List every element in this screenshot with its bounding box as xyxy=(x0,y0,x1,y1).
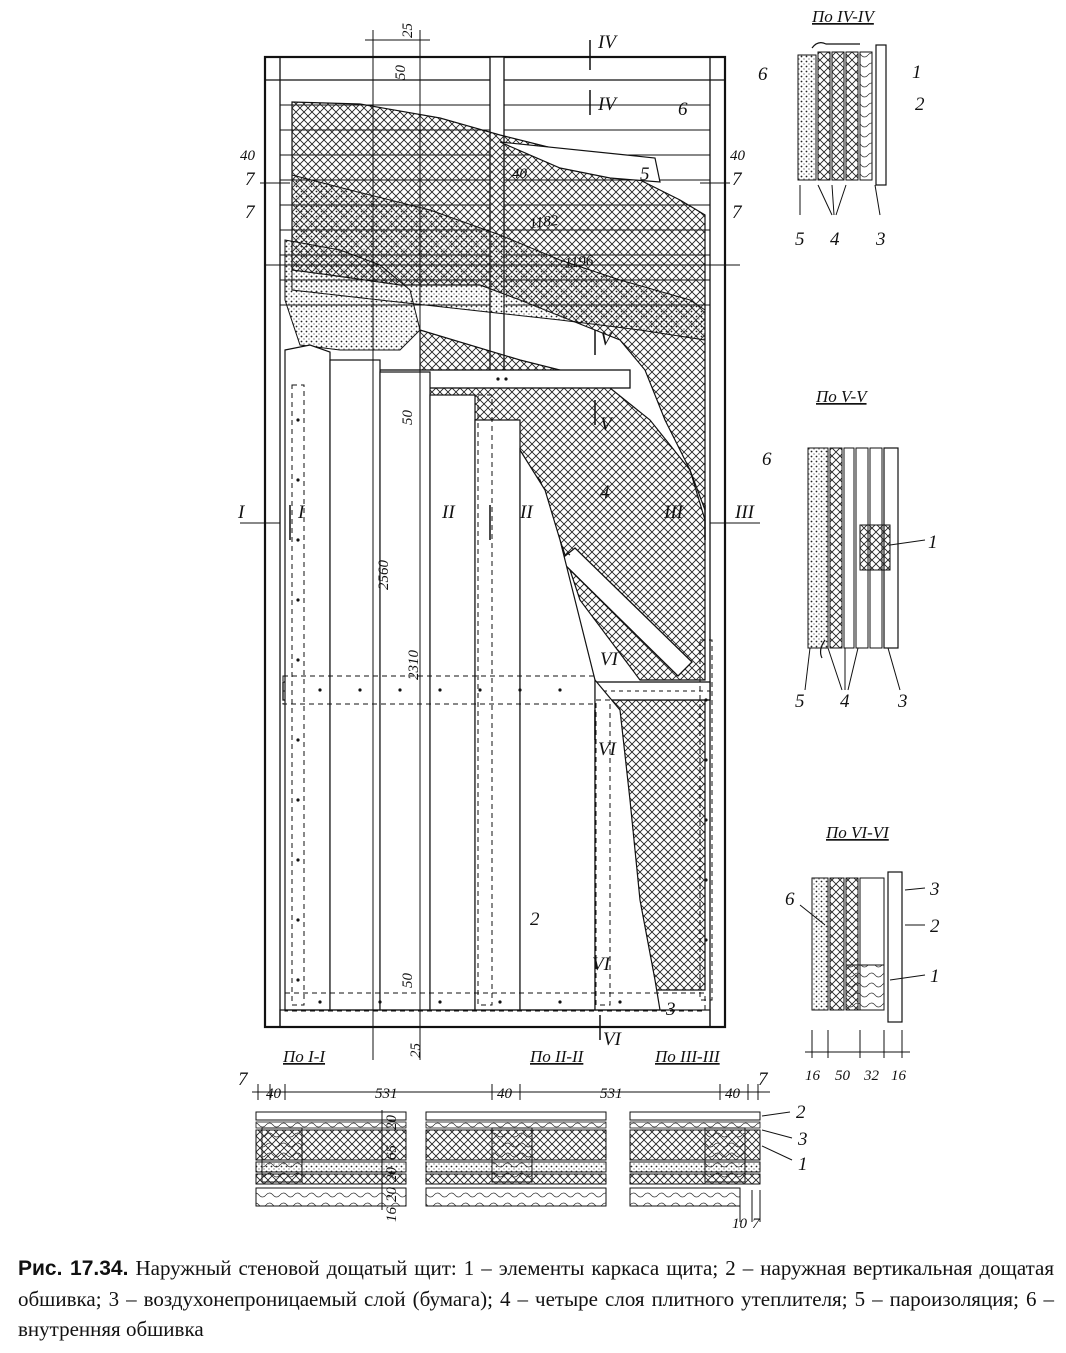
section-vi-label-2: 2 xyxy=(930,916,940,937)
caption-text: Наружный стеновой дощатый щит: 1 – элеме… xyxy=(18,1256,1055,1341)
dim-50-mid: 50 xyxy=(400,410,416,426)
cut-mark-iv-bottom: IV xyxy=(597,94,618,115)
section-ii-header: По II-II xyxy=(529,1047,585,1066)
dim-40-mid: 40 xyxy=(512,166,528,182)
dim-25-bottom: 25 xyxy=(408,1043,424,1059)
dim-40-left: 40 xyxy=(240,148,256,164)
figure-caption: Рис. 17.34. Наружный стеновой дощатый щи… xyxy=(18,1253,1054,1344)
caption-label: Рис. 17.34. xyxy=(18,1257,129,1280)
label-7-left-lower: 7 xyxy=(245,202,256,223)
hsec-label-7-right: 7 xyxy=(758,1069,769,1090)
section-vi: По VI-VI 6 3 2 1 16 50 32 16 xyxy=(785,823,940,1084)
hsec-dim-7: 7 xyxy=(752,1216,761,1230)
main-labels: IV IV 6 5 V V 4 2 3 VI VI VI VI I I II I… xyxy=(237,23,756,1059)
section-v-label-1: 1 xyxy=(928,532,938,553)
panel-elevation xyxy=(263,55,727,1029)
label-2-main: 2 xyxy=(530,909,540,930)
section-vi-label-3: 3 xyxy=(929,879,940,900)
label-3-main: 3 xyxy=(665,999,676,1020)
label-5-main: 5 xyxy=(640,164,650,185)
cut-mark-i-right: I xyxy=(297,502,306,523)
hsec-dim-20-c: 20 xyxy=(384,1187,400,1203)
dim-50-bottom: 50 xyxy=(400,973,416,989)
section-iv-label-3: 3 xyxy=(875,229,886,250)
hsec-label-1: 1 xyxy=(798,1154,808,1175)
dim-2310: 2310 xyxy=(406,650,422,681)
cut-mark-ii-left: II xyxy=(441,502,456,523)
cut-mark-ii-right: II xyxy=(519,502,534,523)
dim-2560: 2560 xyxy=(376,560,392,591)
section-v-header: По V-V xyxy=(815,387,869,406)
hsec-dim-10: 10 xyxy=(732,1216,748,1230)
section-vi-dim-16-left: 16 xyxy=(805,1068,821,1084)
hsec-label-2: 2 xyxy=(796,1102,806,1123)
cut-mark-vi-low: VI xyxy=(592,954,612,975)
cut-mark-vi-top: VI xyxy=(600,649,620,670)
section-vi-label-1: 1 xyxy=(930,966,940,987)
section-iv-label-6: 6 xyxy=(758,64,768,85)
label-6-main: 6 xyxy=(678,99,688,120)
cut-mark-v-bottom: V xyxy=(600,414,614,435)
section-v-label-4: 4 xyxy=(840,691,850,712)
hsec-dim-16: 16 xyxy=(384,1207,400,1223)
section-iv: По IV-IV 6 1 2 5 4 3 xyxy=(758,7,925,250)
section-vi-dim-32: 32 xyxy=(863,1068,880,1084)
hsec-dim-40-right: 40 xyxy=(725,1086,741,1102)
hsec-dim-40-mid: 40 xyxy=(497,1086,513,1102)
cut-mark-vi-mid: VI xyxy=(598,739,618,760)
section-vi-header: По VI-VI xyxy=(825,823,890,842)
hsec-dim-531-right: 531 xyxy=(600,1086,623,1102)
section-vi-label-6: 6 xyxy=(785,889,795,910)
main-dimensions xyxy=(240,30,760,1060)
section-v-label-3: 3 xyxy=(897,691,908,712)
cut-mark-iii-right: III xyxy=(734,502,756,523)
hsec-dim-20-a: 20 xyxy=(384,1115,400,1131)
section-vi-dim-50: 50 xyxy=(835,1068,851,1084)
wall-panel-drawing: IV IV 6 5 V V 4 2 3 VI VI VI VI I I II I… xyxy=(237,7,940,1230)
dim-1196: 1196 xyxy=(564,253,595,272)
section-iv-label-2: 2 xyxy=(915,94,925,115)
section-i-header: По I-I xyxy=(282,1047,326,1066)
cut-mark-v-top: V xyxy=(600,329,614,350)
section-iv-header: По IV-IV xyxy=(811,7,876,26)
label-7-right-upper: 7 xyxy=(732,169,743,190)
hsec-dim-65: 65 xyxy=(384,1145,400,1161)
section-vi-dim-16-right: 16 xyxy=(891,1068,907,1084)
horizontal-sections: По I-I По II-II По III-III 7 40 531 40 5… xyxy=(238,1047,808,1230)
section-iv-label-5: 5 xyxy=(795,229,805,250)
dim-1182: 1182 xyxy=(529,213,560,232)
cut-mark-iv-top: IV xyxy=(597,32,618,53)
section-v-label-6: 6 xyxy=(762,449,772,470)
hsec-label-3: 3 xyxy=(797,1129,808,1150)
cut-mark-vi-bottom: VI xyxy=(603,1029,623,1050)
hsec-label-7-left: 7 xyxy=(238,1069,249,1090)
hsec-dim-40-left: 40 xyxy=(266,1086,282,1102)
section-v: По V-V 6 1 5 4 3 xyxy=(762,387,938,712)
dim-40-right: 40 xyxy=(730,148,746,164)
cut-mark-i-left: I xyxy=(237,502,246,523)
label-7-right-lower: 7 xyxy=(732,202,743,223)
section-v-label-5: 5 xyxy=(795,691,805,712)
cut-mark-iii-left: III xyxy=(663,502,685,523)
section-iv-label-1: 1 xyxy=(912,62,922,83)
section-iii-header: По III-III xyxy=(654,1047,721,1066)
label-4-main: 4 xyxy=(600,482,610,503)
hsec-dim-20-b: 20 xyxy=(384,1167,400,1183)
hsec-dim-531-left: 531 xyxy=(375,1086,398,1102)
section-iv-label-4: 4 xyxy=(830,229,840,250)
dim-25-top: 25 xyxy=(400,23,416,39)
dim-50-top: 50 xyxy=(393,65,409,81)
label-7-left-upper: 7 xyxy=(245,169,256,190)
